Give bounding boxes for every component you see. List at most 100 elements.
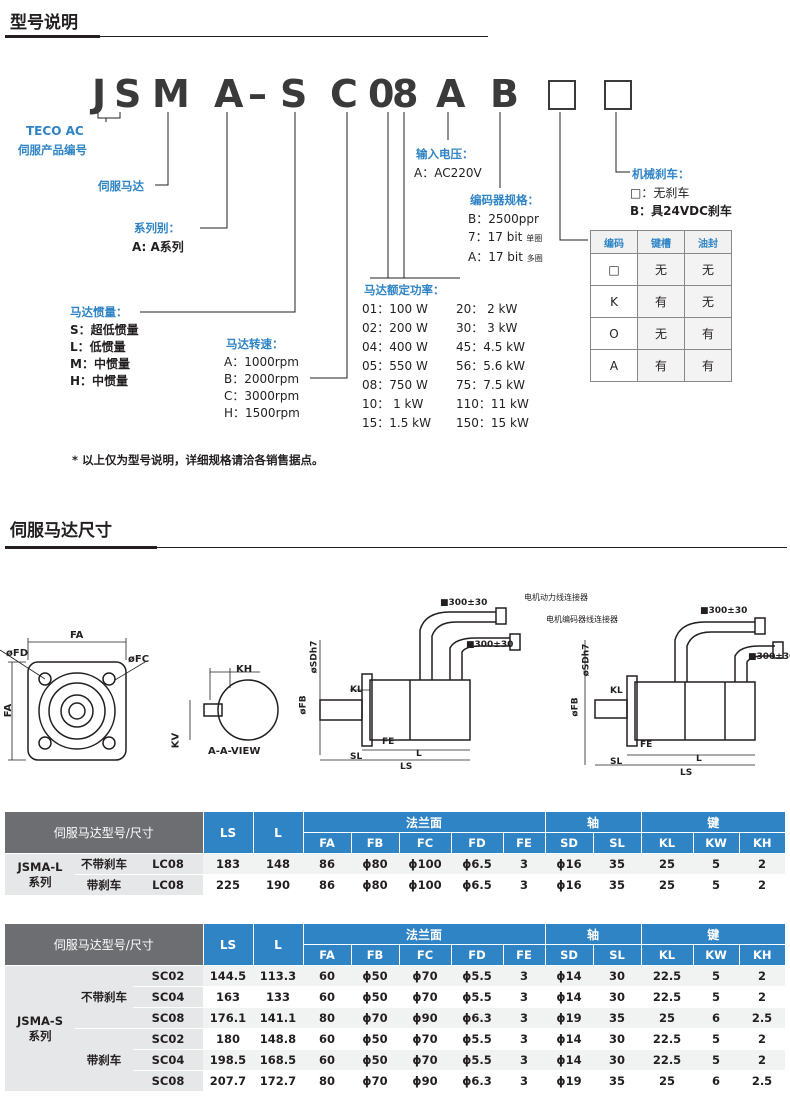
code-char: C — [330, 72, 358, 116]
encoder-item: A：17 bit — [468, 250, 523, 264]
brake-cell: 不带刹车 — [75, 965, 133, 1029]
shaft-view-drawing — [189, 668, 279, 741]
leader-series — [200, 112, 228, 229]
brake-cell: 带刹车 — [75, 1028, 133, 1092]
value-cell: ϕ5.5 — [451, 986, 503, 1008]
header-col: FC — [398, 944, 451, 966]
dim-cable: ■300±30 — [440, 598, 488, 608]
value-cell: 2.5 — [739, 1007, 785, 1029]
model-cell: SC08 — [133, 1007, 203, 1029]
value-cell: ϕ5.5 — [451, 1028, 503, 1050]
code-char: M — [152, 72, 190, 116]
power-item: 04：400 W — [362, 340, 428, 354]
value-cell: 2 — [739, 1028, 785, 1050]
option-cell: K — [590, 285, 638, 318]
value-cell: ϕ19 — [545, 1070, 593, 1092]
encoder-connector-label: 电机编码器线连接器 — [546, 615, 618, 624]
leader-motor — [155, 112, 169, 186]
power-item: 20： 2 kW — [456, 302, 518, 316]
model-cell: SC04 — [133, 986, 203, 1008]
spec-table-jsma-s: 伺服马达型号/尺寸 LS L 法兰面 轴 键 FA FB FC FD FE SD… — [5, 924, 785, 1092]
value-cell: 80 — [303, 1007, 351, 1029]
value-cell: ϕ50 — [351, 1028, 399, 1050]
option-header: 键槽 — [637, 230, 685, 254]
dim-sd-brake: øSDh7 — [581, 643, 592, 677]
value-cell: ϕ70 — [399, 986, 451, 1008]
dim-kl-brake: KL — [610, 686, 623, 696]
option-cell: O — [590, 317, 638, 350]
code-char: – — [248, 72, 267, 116]
value-cell: 3 — [503, 1049, 545, 1071]
label-servo-motor: 伺服马达 — [98, 179, 144, 193]
brake-cell: 不带刹车 — [75, 853, 133, 875]
header-col: SL — [592, 944, 641, 966]
option-cell: 无 — [684, 285, 732, 318]
value-cell: 60 — [303, 1028, 351, 1050]
value-cell: 133 — [253, 986, 303, 1008]
value-cell: 180 — [203, 1028, 253, 1050]
header-col: FC — [398, 832, 451, 854]
value-cell: 172.7 — [253, 1070, 303, 1092]
value-cell: 190 — [253, 874, 303, 896]
power-item: 15：1.5 kW — [362, 416, 431, 430]
code-char: S — [114, 72, 142, 116]
header-col: FE — [502, 832, 545, 854]
dim-fa-side: FA — [3, 703, 15, 718]
power-item: 10： 1 kW — [362, 397, 424, 411]
value-cell: 6 — [693, 1007, 739, 1029]
value-cell: 80 — [303, 1070, 351, 1092]
inertia-list: S：超低惯量 L：低惯量 M：中惯量 H：中惯量 — [70, 322, 139, 390]
header-model: 伺服马达型号/尺寸 — [5, 924, 203, 966]
value-cell: ϕ6.5 — [451, 874, 503, 896]
title-underline — [5, 546, 157, 549]
value-cell: 35 — [593, 1007, 641, 1029]
option-cell: 有 — [684, 349, 732, 382]
option-cell: 有 — [684, 317, 732, 350]
encoder-list: B：2500ppr 7：17 bit 单圈 A：17 bit 多圈 — [468, 210, 543, 268]
header-col: KW — [692, 832, 739, 854]
dim-kh: KH — [236, 664, 253, 675]
value-cell: ϕ14 — [545, 1049, 593, 1071]
value-cell: 22.5 — [641, 986, 693, 1008]
title-rule — [157, 547, 787, 548]
value-cell: ϕ6.5 — [451, 853, 503, 875]
value-cell: 6 — [693, 1070, 739, 1092]
value-cell: 5 — [693, 1049, 739, 1071]
label-encoder: 编码器规格： — [470, 193, 539, 207]
header-col: SD — [544, 832, 593, 854]
value-cell: 163 — [203, 986, 253, 1008]
dim-l: L — [416, 749, 422, 759]
value-cell: 2.5 — [739, 1070, 785, 1092]
code-char: 8 — [392, 72, 419, 116]
value-cell: 5 — [693, 1028, 739, 1050]
inertia-item: H：中惯量 — [70, 374, 129, 388]
header-l: L — [252, 812, 303, 854]
header-ls: LS — [202, 924, 253, 966]
value-cell: 5 — [693, 874, 739, 896]
motor-side-drawing — [319, 607, 521, 761]
value-cell: ϕ6.3 — [451, 1007, 503, 1029]
brake-item: B：具24VDC刹车 — [630, 204, 732, 218]
value-cell: 35 — [593, 1070, 641, 1092]
speed-list: A：1000rpm B：2000rpm C：3000rpm H：1500rpm — [224, 354, 300, 422]
value-cell: 3 — [503, 965, 545, 987]
power-item: 08：750 W — [362, 378, 428, 392]
option-cell: □ — [590, 253, 638, 286]
option-cell: 有 — [637, 349, 685, 382]
header-col: SL — [592, 832, 641, 854]
value-cell: ϕ16 — [545, 853, 593, 875]
leader-table — [559, 112, 588, 241]
header-col: KH — [738, 944, 785, 966]
brake-list: □：无刹车 B：具24VDC刹车 — [630, 184, 732, 220]
header-col: FE — [502, 944, 545, 966]
header-model: 伺服马达型号/尺寸 — [5, 812, 203, 854]
code-char: S — [280, 72, 308, 116]
power-item: 110：11 kW — [456, 397, 529, 411]
dim-kv: KV — [170, 732, 182, 749]
leader-brake — [615, 112, 630, 173]
value-cell: 60 — [303, 965, 351, 987]
option-cell: 无 — [684, 253, 732, 286]
